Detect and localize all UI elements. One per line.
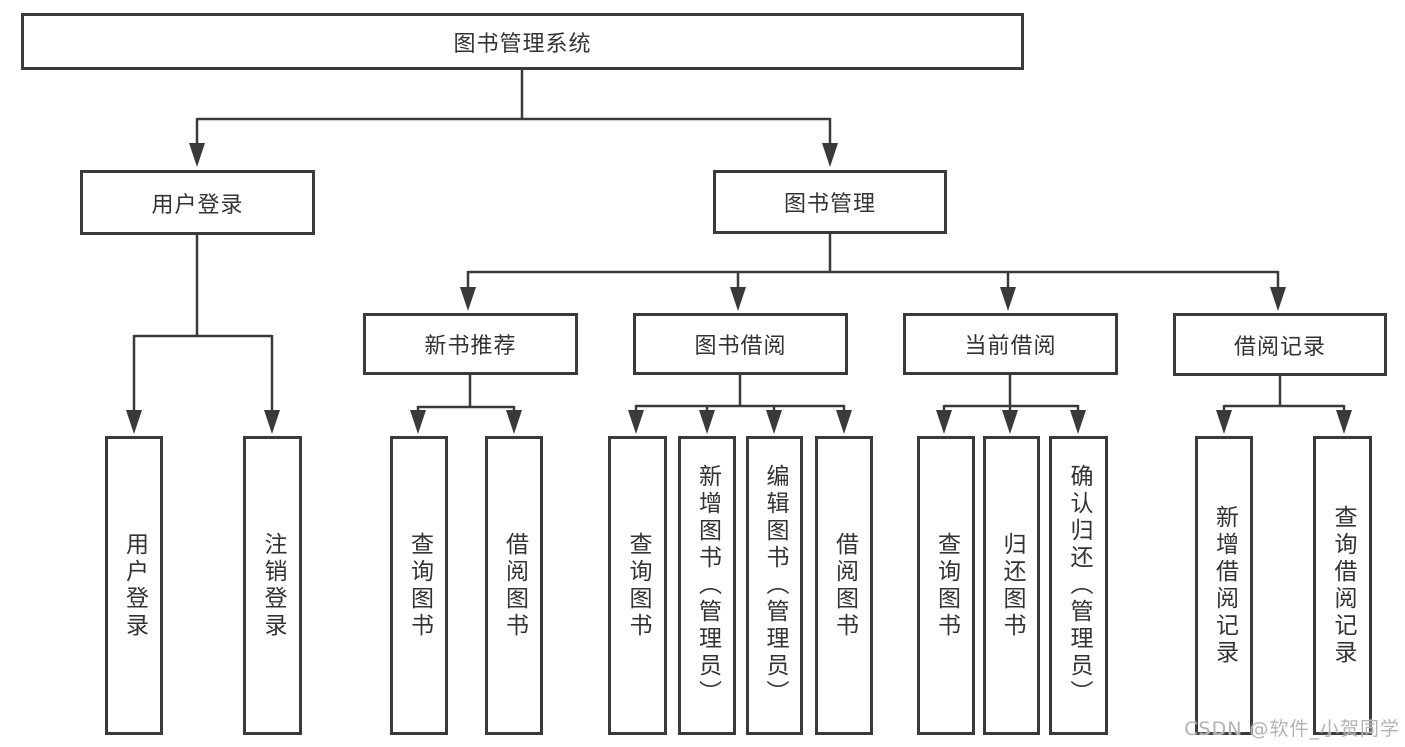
csdn-watermark: CSDN @软件_小贺同学	[1184, 718, 1400, 740]
leaf-borrow-query-books-label: 查询图书	[625, 531, 651, 640]
leaf-current-query-books: 查询图书	[917, 436, 975, 735]
leaf-return-books-label: 归还图书	[999, 531, 1025, 640]
node-root-label: 图书管理系统	[453, 31, 592, 57]
leaf-user-login-label: 用户登录	[121, 531, 148, 640]
node-root-system: 图书管理系统	[21, 13, 1024, 70]
leaf-borrow-books-label: 借阅图书	[831, 531, 858, 640]
leaf-edit-books-admin: 编辑图书（管理员）	[746, 436, 803, 735]
node-user-login-label: 用户登录	[151, 192, 244, 218]
leaf-newbook-query-books-label: 查询图书	[406, 531, 433, 640]
leaf-add-books-admin: 新增图书（管理员）	[678, 436, 736, 735]
leaf-confirm-return-admin: 确认归还（管理员）	[1049, 436, 1108, 735]
leaf-borrow-books: 借阅图书	[815, 436, 873, 735]
node-borrow-records-label: 借阅记录	[1233, 334, 1326, 360]
leaf-newbook-borrow-books: 借阅图书	[485, 436, 543, 735]
leaf-return-books: 归还图书	[983, 436, 1040, 735]
node-new-book-recommend: 新书推荐	[363, 313, 578, 375]
leaf-logout-label: 注销登录	[260, 531, 286, 640]
leaf-query-borrow-record: 查询借阅记录	[1313, 436, 1372, 735]
node-current-borrow-label: 当前借阅	[964, 334, 1057, 359]
leaf-current-query-books-label: 查询图书	[933, 531, 960, 640]
node-book-borrow-label: 图书借阅	[694, 334, 787, 359]
node-book-borrow: 图书借阅	[633, 313, 848, 375]
leaf-logout: 注销登录	[243, 436, 302, 735]
leaf-add-borrow-record-label: 新增借阅记录	[1211, 504, 1238, 667]
node-user-login: 用户登录	[80, 170, 315, 235]
leaf-borrow-query-books: 查询图书	[608, 436, 667, 735]
node-new-book-recommend-label: 新书推荐	[424, 334, 517, 359]
leaf-add-books-admin-label: 新增图书（管理员）	[694, 464, 721, 707]
leaf-confirm-return-admin-label: 确认归还（管理员）	[1066, 464, 1092, 707]
leaf-edit-books-admin-label: 编辑图书（管理员）	[762, 464, 788, 707]
leaf-add-borrow-record: 新增借阅记录	[1195, 436, 1253, 735]
leaf-newbook-borrow-books-label: 借阅图书	[501, 531, 528, 640]
leaf-user-login: 用户登录	[105, 436, 163, 735]
node-borrow-records: 借阅记录	[1173, 313, 1387, 376]
node-current-borrow: 当前借阅	[903, 313, 1118, 375]
leaf-query-borrow-record-label: 查询借阅记录	[1330, 504, 1356, 667]
leaf-newbook-query-books: 查询图书	[390, 436, 448, 735]
node-book-management: 图书管理	[713, 170, 947, 234]
node-book-management-label: 图书管理	[783, 192, 876, 217]
